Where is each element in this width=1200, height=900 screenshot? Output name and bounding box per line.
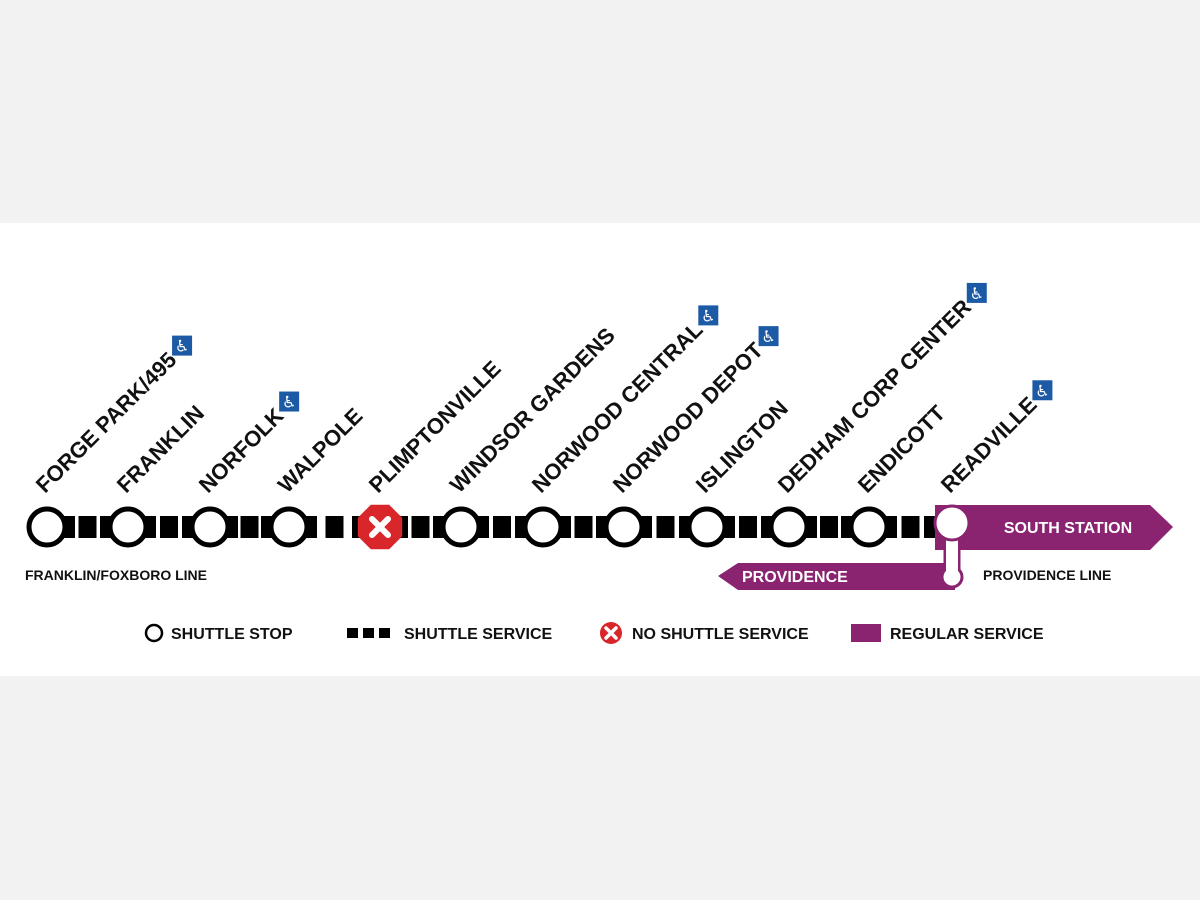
station-label-group: FORGE PARK/495♿ [31,335,193,498]
providence-arrow-label: PROVIDENCE [742,569,848,586]
svg-text:♿: ♿ [970,284,984,303]
wheelchair-accessible-icon: ♿ [698,305,719,326]
legend-shuttle-service-icon [347,628,390,638]
shuttle-stop-icon[interactable] [686,506,728,548]
wheelchair-accessible-icon: ♿ [966,282,987,303]
station-name[interactable]: PLIMPTONVILLE [364,356,506,498]
station-label-group: READVILLE♿ [936,380,1053,498]
legend-shuttle-stop-icon [144,623,164,643]
shuttle-dash [739,516,757,538]
shuttle-dash [78,516,97,538]
legend: SHUTTLE STOP SHUTTLE SERVICE NO SHUTTLE … [144,622,1044,644]
legend-no-service-icon [600,622,622,644]
station-label-group: WALPOLE [273,403,368,498]
shuttle-dash [160,516,178,538]
legend-regular-service: REGULAR SERVICE [890,626,1044,643]
station-name[interactable]: READVILLE [936,392,1042,498]
south-station-label: SOUTH STATION [1004,520,1132,537]
svg-text:♿: ♿ [701,306,715,325]
no-service-stop-icon[interactable] [357,504,403,550]
station-label-group: PLIMPTONVILLE [364,356,506,498]
svg-text:♿: ♿ [175,337,189,356]
station-name[interactable]: WINDSOR GARDENS [445,323,620,498]
wheelchair-accessible-icon: ♿ [279,391,300,412]
franklin-line-label: FRANKLIN/FOXBORO LINE [25,567,207,583]
stations [26,504,971,550]
legend-shuttle-service: SHUTTLE SERVICE [404,626,553,643]
shuttle-dash [493,516,511,538]
station-name[interactable]: WALPOLE [273,403,368,498]
providence-line-label: PROVIDENCE LINE [983,567,1111,583]
svg-text:♿: ♿ [1035,381,1049,400]
shuttle-stop-icon[interactable] [189,506,231,548]
shuttle-stop-icon[interactable] [440,506,482,548]
station-name[interactable]: FORGE PARK/495 [31,347,182,498]
shuttle-stop-icon[interactable] [603,506,645,548]
providence-arrow [718,563,955,590]
shuttle-stop-icon[interactable] [268,506,310,548]
wheelchair-accessible-icon: ♿ [172,335,193,356]
svg-text:♿: ♿ [282,393,296,412]
svg-text:♿: ♿ [761,327,775,346]
shuttle-stop-icon[interactable] [522,506,564,548]
shuttle-dash [656,516,675,538]
shuttle-dash [411,516,430,538]
station-name[interactable]: NORWOOD DEPOT [608,337,768,497]
shuttle-stop-icon[interactable] [848,506,890,548]
shuttle-dash [325,516,344,538]
wheelchair-accessible-icon: ♿ [758,326,779,347]
south-station-arrow [935,505,1173,550]
shuttle-dash [240,516,259,538]
shuttle-dash [901,516,920,538]
station-labels: FORGE PARK/495♿FRANKLINNORFOLK♿WALPOLEPL… [31,282,1053,498]
map-panel [0,223,1200,676]
shuttle-stop-icon[interactable] [107,506,149,548]
station-label-group: WINDSOR GARDENS [445,323,620,498]
legend-no-shuttle-service: NO SHUTTLE SERVICE [632,626,809,643]
legend-regular-service-icon [851,624,881,642]
regular-stop-icon[interactable] [933,504,971,542]
wheelchair-accessible-icon: ♿ [1032,380,1053,401]
shuttle-dash [574,516,593,538]
shuttle-dash [820,516,838,538]
shuttle-stop-icon[interactable] [26,506,68,548]
legend-shuttle-stop: SHUTTLE STOP [171,626,293,643]
shuttle-stop-icon[interactable] [768,506,810,548]
